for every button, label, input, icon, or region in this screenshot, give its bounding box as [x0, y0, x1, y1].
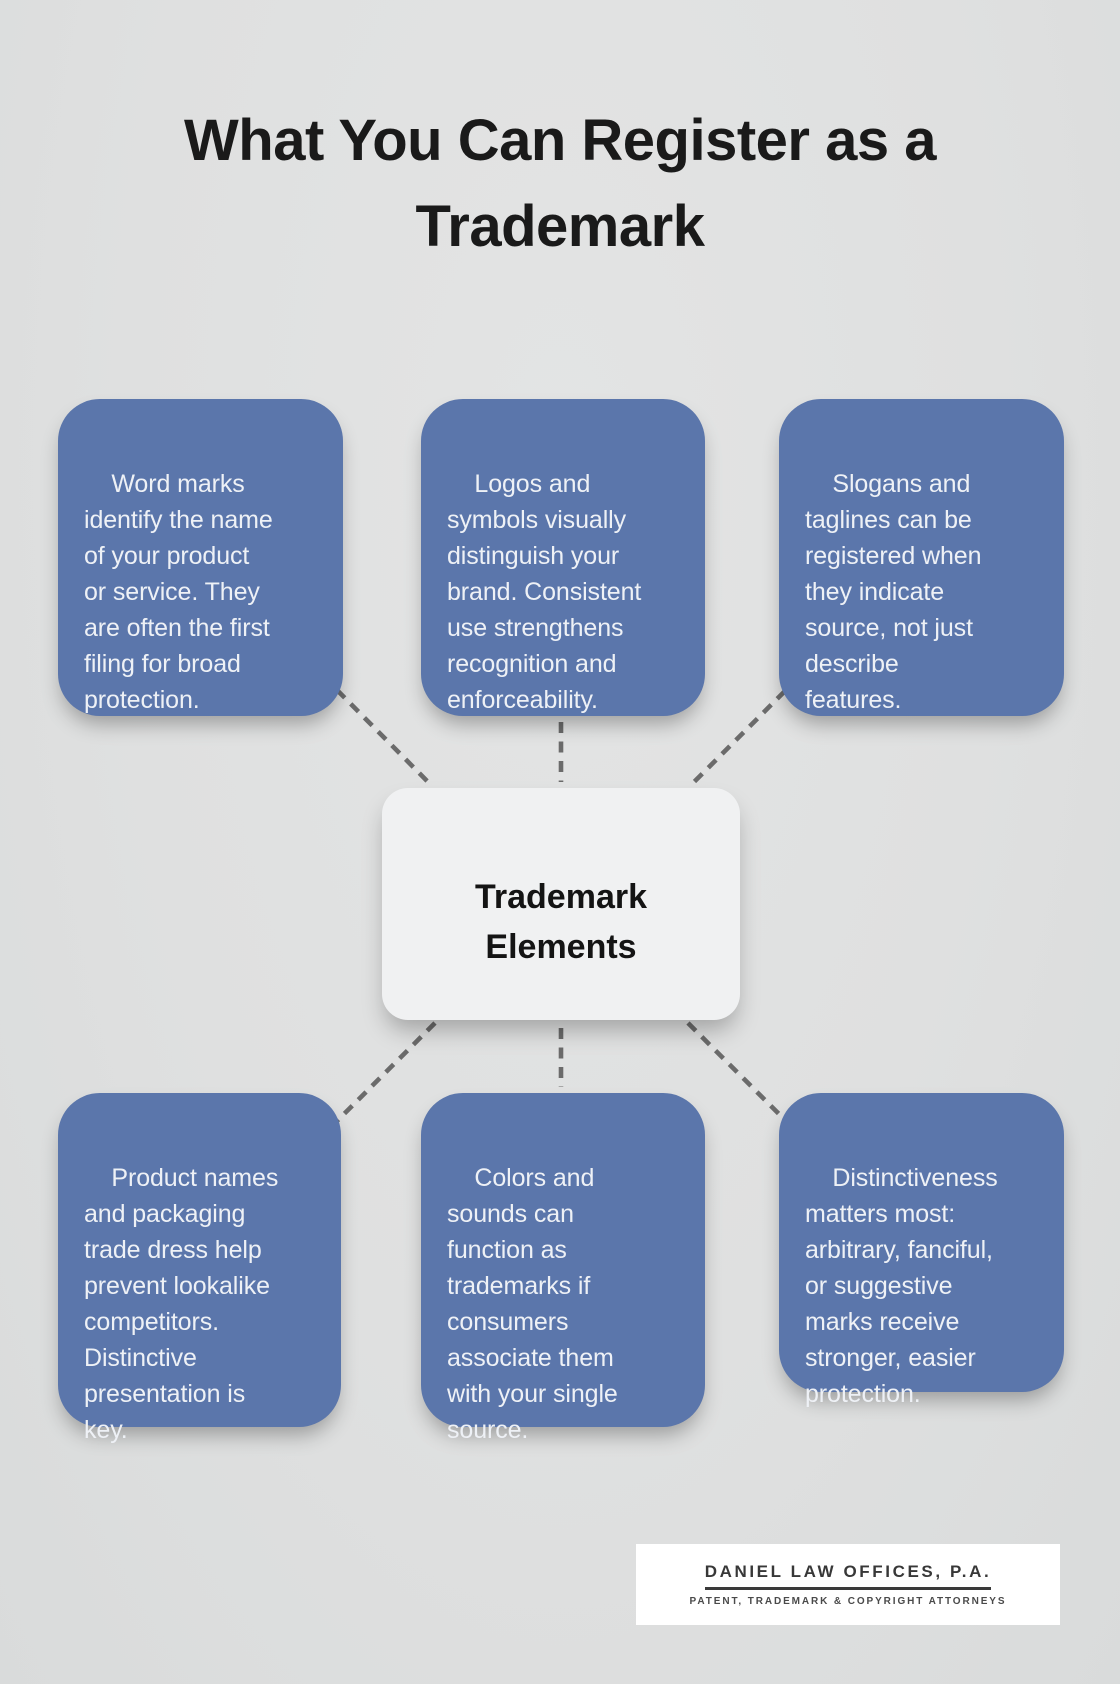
connector-top-right — [687, 689, 787, 789]
node-word-marks: Word marks identify the name of your pro… — [58, 399, 343, 716]
connector-bottom-right — [686, 1021, 792, 1127]
law-firm-tagline: PATENT, TRADEMARK & COPYRIGHT ATTORNEYS — [689, 1596, 1007, 1607]
node-distinctiveness-text: Distinctiveness matters most: arbitrary,… — [805, 1164, 998, 1408]
law-firm-name: DANIEL LAW OFFICES, P.A. — [704, 1562, 992, 1590]
node-trade-dress-text: Product names and packaging trade dress … — [84, 1164, 279, 1444]
node-logos-symbols-text: Logos and symbols visually distinguish y… — [447, 470, 642, 714]
node-colors-sounds: Colors and sounds can function as tradem… — [421, 1093, 705, 1444]
node-slogans-taglines: Slogans and taglines can be registered w… — [779, 399, 1064, 716]
node-slogans-taglines-text: Slogans and taglines can be registered w… — [805, 470, 982, 714]
page-title: What You Can Register as a Trademark — [184, 108, 936, 259]
node-trade-dress: Product names and packaging trade dress … — [58, 1093, 341, 1444]
node-distinctiveness: Distinctiveness matters most: arbitrary,… — [779, 1093, 1064, 1408]
center-node-trademark-elements: Trademark Elements — [382, 788, 740, 1020]
center-node-label: Trademark Elements — [475, 878, 647, 966]
node-word-marks-text: Word marks identify the name of your pro… — [84, 470, 273, 714]
footer-logo: DANIEL LAW OFFICES, P.A. PATENT, TRADEMA… — [636, 1544, 1060, 1625]
node-logos-symbols: Logos and symbols visually distinguish y… — [421, 399, 705, 716]
connector-bottom-left — [331, 1021, 437, 1127]
node-colors-sounds-text: Colors and sounds can function as tradem… — [447, 1164, 618, 1444]
connector-top-left — [335, 688, 435, 789]
